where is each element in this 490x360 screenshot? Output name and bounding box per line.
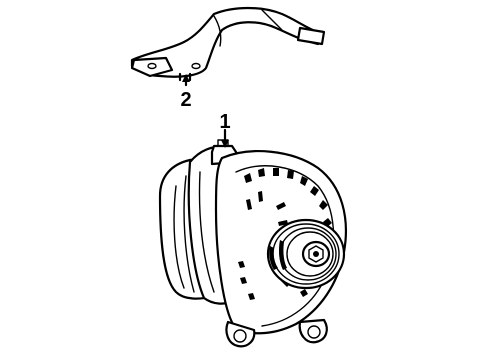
callout-1-label: 1	[219, 111, 230, 133]
callout-2: 2	[180, 74, 192, 111]
callout-1: 1	[219, 111, 231, 148]
callout-2-label: 2	[180, 89, 191, 111]
alternator	[158, 139, 348, 348]
bracket	[130, 6, 326, 82]
